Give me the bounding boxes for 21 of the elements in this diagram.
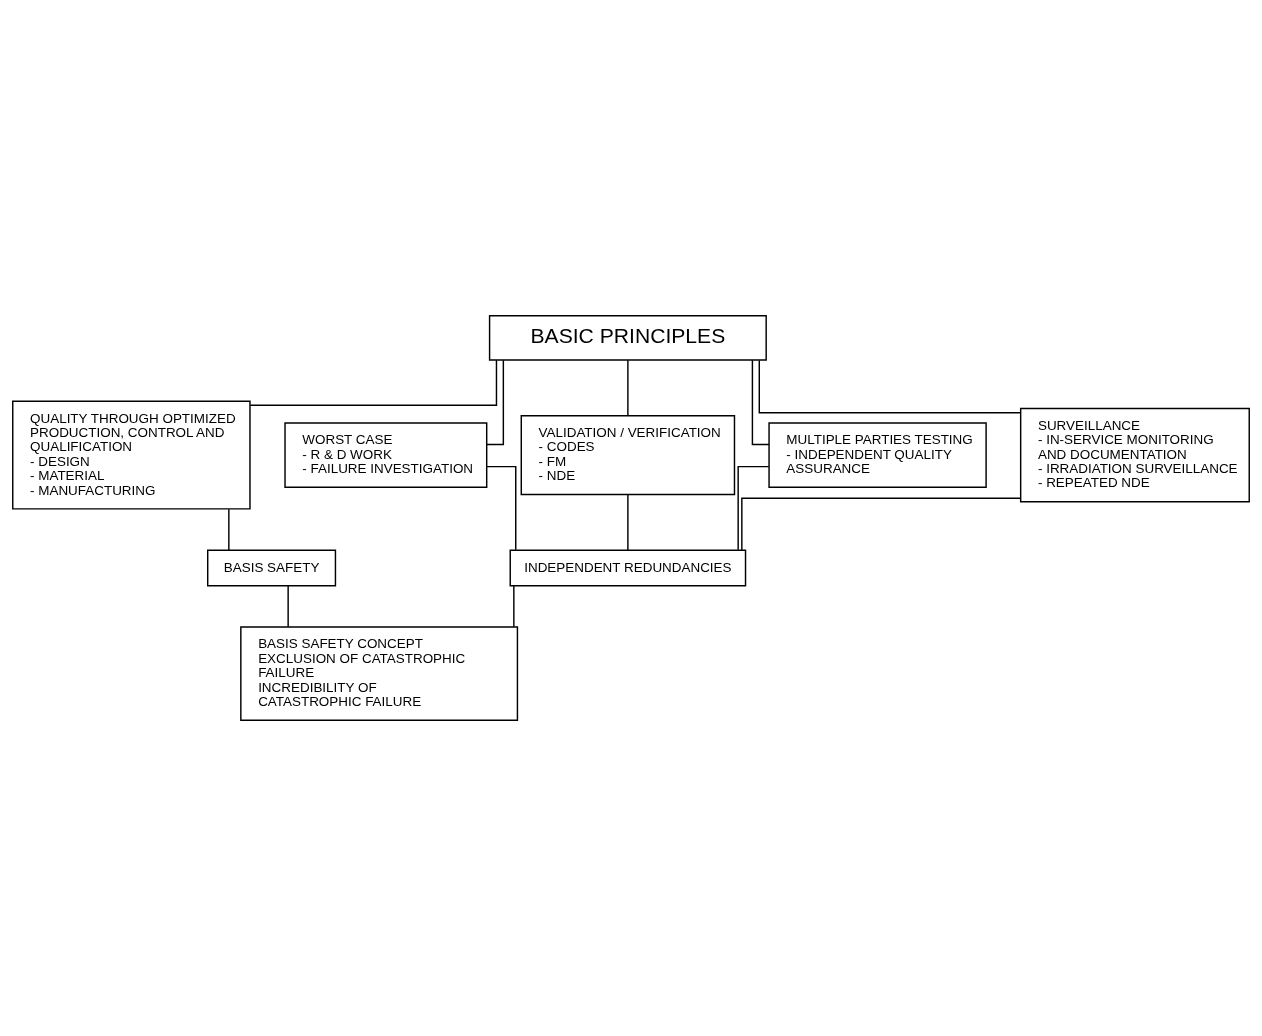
- connector: [741, 497, 1022, 551]
- node-box: SURVEILLANCE - IN-SERVICE MONITORING AND DOCUMENTATION - IRRADIATION SURVEILLANCE - REPEATED NDE: [1019, 407, 1250, 503]
- connector: [486, 465, 517, 551]
- connector: [627, 493, 629, 551]
- node-box: INDEPENDENT REDUNDANCIES: [509, 549, 747, 587]
- connector: [228, 508, 230, 551]
- node-box: BASIS SAFETY CONCEPT EXCLUSION OF CATASTROPHIC FAILURE INCREDIBILITY OF CATASTROPHIC FAILURE: [240, 626, 519, 721]
- connector: [751, 359, 770, 446]
- node-box: WORST CASE - R & D WORK - FAILURE INVESTIGATION: [284, 422, 488, 488]
- connector: [249, 359, 498, 406]
- connector: [758, 359, 1022, 414]
- node-box: BASIC PRINCIPLES: [488, 315, 767, 361]
- connector: [287, 585, 289, 628]
- node-box: MULTIPLE PARTIES TESTING - INDEPENDENT QUALITY ASSURANCE: [768, 422, 987, 488]
- connector: [737, 465, 770, 551]
- connector: [513, 585, 515, 628]
- node-box: QUALITY THROUGH OPTIMIZED PRODUCTION, CONTROL AND QUALIFICATION - DESIGN - MATERIAL - MANUFACTURING: [12, 400, 251, 510]
- node-box: VALIDATION / VERIFICATION - CODES - FM - NDE: [520, 415, 736, 496]
- connector: [627, 359, 629, 417]
- connector: [486, 359, 505, 446]
- node-box: BASIS SAFETY: [207, 549, 337, 587]
